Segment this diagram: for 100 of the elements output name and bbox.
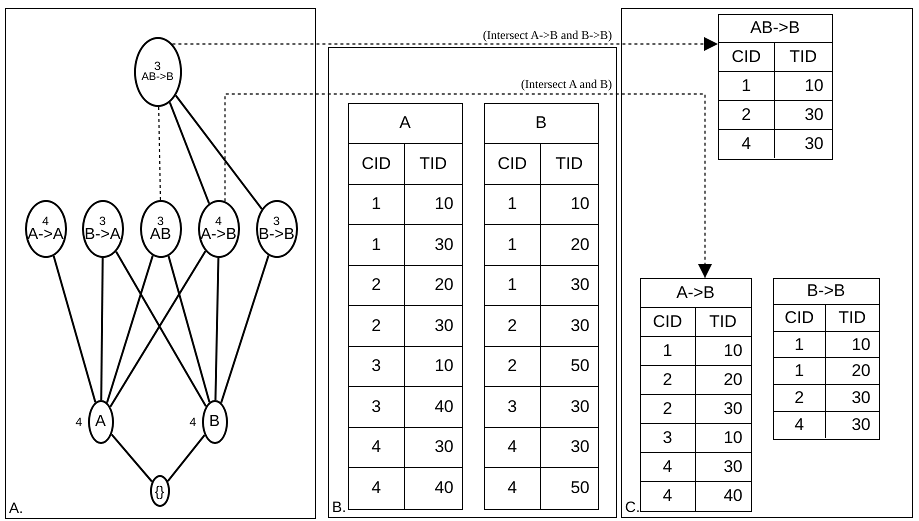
table-cell: 10 [696, 336, 750, 366]
table-cell: 1 [640, 336, 696, 366]
connector-line [220, 255, 270, 403]
table-cell: 2 [484, 306, 541, 346]
column-header: CID [774, 305, 826, 332]
table-cell: 10 [826, 332, 878, 358]
table-title: B->B [774, 278, 878, 306]
support-count: 4 [42, 214, 49, 226]
table-cell: 30 [541, 266, 598, 306]
column-header: TID [696, 308, 750, 336]
connector-line [106, 255, 154, 403]
table-cell: 10 [405, 184, 462, 225]
table-cell: 1 [718, 72, 775, 101]
table-cell: 30 [405, 225, 462, 266]
connector-line [158, 106, 162, 200]
table-cell-text: 50 [570, 477, 590, 500]
panel-frame [328, 47, 617, 518]
table-cell: 20 [405, 266, 462, 306]
table-title: A->B [640, 278, 750, 308]
table-cell: 4 [348, 428, 405, 468]
table-cell: 30 [405, 306, 462, 346]
itemset-label: AB->B [141, 72, 174, 83]
itemset-label: B->B [258, 226, 294, 242]
table-cell: 1 [774, 332, 826, 358]
lattice-node [140, 200, 182, 258]
table-cell: 2 [640, 394, 696, 424]
table-cell: 1 [484, 266, 541, 306]
table-cell: 2 [484, 346, 541, 387]
connector-line [214, 258, 220, 400]
lattice-node [82, 200, 124, 258]
table-cell: 30 [541, 387, 598, 428]
connector-line [168, 102, 210, 204]
table-cell: 20 [696, 366, 750, 394]
arrow [172, 37, 718, 51]
table-cell: 30 [696, 394, 750, 424]
lattice-node [24, 200, 66, 258]
table-cell: 1 [484, 225, 541, 266]
table-cell: 30 [405, 428, 462, 468]
table-cell-text: 40 [722, 485, 744, 507]
table-title: A [348, 104, 462, 144]
table-cell: 2 [640, 366, 696, 394]
column-header: TID [826, 305, 878, 332]
table-cell: 10 [696, 424, 750, 452]
table-cell: 4 [774, 412, 826, 438]
arrow [224, 93, 712, 278]
column-header: CID [640, 308, 696, 336]
column-header: CID [484, 144, 541, 184]
table-cell: 4 [484, 468, 541, 508]
support-count: 3 [273, 214, 280, 226]
table-cell: 3 [484, 387, 541, 428]
table-cell: 10 [775, 72, 832, 101]
table-title: AB->B [718, 14, 832, 44]
table-cell: 4 [640, 482, 696, 510]
table-cell: 20 [826, 358, 878, 386]
table-cell: 30 [696, 452, 750, 482]
table-cell: 1 [774, 358, 826, 386]
table-cell: 10 [405, 346, 462, 387]
table-cell: 3 [348, 387, 405, 428]
table-cell: 4 [718, 130, 775, 158]
table-cell: 1 [348, 225, 405, 266]
connector-line [167, 434, 206, 482]
table-cell-text: 30 [804, 133, 824, 156]
column-header: CID [348, 144, 405, 184]
data-table [772, 278, 880, 440]
panel-frame [5, 8, 316, 519]
table-cell: 2 [774, 385, 826, 412]
support-count: 3 [154, 60, 161, 72]
table-cell: 4 [640, 452, 696, 482]
table-cell: 4 [484, 428, 541, 468]
table-cell: 30 [826, 385, 878, 412]
table-cell: 1 [484, 184, 541, 225]
table-cell-text: 40 [434, 477, 454, 500]
support-count: 3 [157, 214, 164, 226]
table-cell: 30 [541, 306, 598, 346]
column-header: CID [718, 43, 775, 72]
data-table [348, 102, 462, 510]
data-table [718, 14, 832, 160]
table-cell: 40 [405, 387, 462, 428]
itemset-label: A [95, 414, 106, 430]
table-cell: 30 [775, 100, 832, 130]
data-table [484, 102, 598, 510]
table-cell: 20 [541, 225, 598, 266]
table-cell: 2 [348, 266, 405, 306]
table-cell-text: 30 [850, 414, 872, 436]
connector-line [175, 94, 263, 210]
itemset-label: B [209, 414, 220, 430]
table-cell: 2 [718, 100, 775, 130]
table-cell: 30 [541, 428, 598, 468]
panel-frame [621, 8, 913, 518]
table-cell: 4 [348, 468, 405, 508]
column-header: TID [775, 43, 832, 72]
table-cell: 2 [348, 306, 405, 346]
lattice-node [198, 200, 240, 258]
table-cell: 3 [640, 424, 696, 452]
table-cell: 10 [541, 184, 598, 225]
column-header: TID [541, 144, 598, 184]
support-count: 4 [76, 416, 82, 428]
connector-line [168, 256, 210, 402]
itemset-label: A->B [200, 226, 236, 242]
table-cell: 3 [348, 346, 405, 387]
